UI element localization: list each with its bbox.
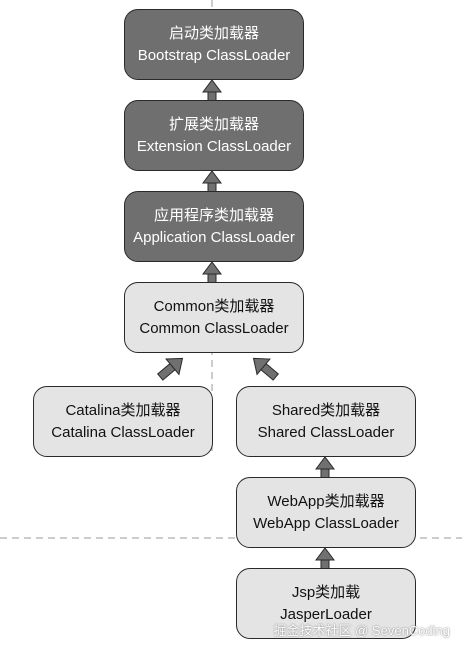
node-application-title: 应用程序类加载器 [153, 206, 274, 224]
arrow-jsp-to-webapp [315, 547, 335, 571]
node-extension: 扩展类加载器 Extension ClassLoader [124, 100, 304, 171]
node-webapp-title: WebApp类加载器 [267, 492, 385, 510]
node-catalina-title: Catalina类加载器 [65, 401, 181, 419]
node-application: 应用程序类加载器 Application ClassLoader [124, 191, 304, 262]
node-common-title: Common类加载器 [153, 297, 275, 315]
node-extension-subtitle: Extension ClassLoader [136, 137, 292, 155]
node-jsp-subtitle: JasperLoader [280, 605, 372, 623]
arrow-common-to-application [202, 261, 222, 285]
arrow-shared-to-common [252, 357, 280, 381]
node-bootstrap: 启动类加载器 Bootstrap ClassLoader [124, 9, 304, 80]
arrow-catalina-to-common [156, 357, 184, 381]
node-common-subtitle: Common ClassLoader [139, 319, 289, 337]
node-jsp-title: Jsp类加载 [291, 583, 361, 601]
node-application-subtitle: Application ClassLoader [133, 228, 295, 246]
node-extension-title: 扩展类加载器 [168, 115, 259, 133]
arrow-webapp-to-shared [315, 456, 335, 480]
node-catalina: Catalina类加载器 Catalina ClassLoader [33, 386, 213, 457]
arrow-extension-to-bootstrap [202, 79, 222, 103]
node-webapp: WebApp类加载器 WebApp ClassLoader [236, 477, 416, 548]
arrow-application-to-extension [202, 170, 222, 194]
node-common: Common类加载器 Common ClassLoader [124, 282, 304, 353]
node-bootstrap-title: 启动类加载器 [168, 24, 259, 42]
node-webapp-subtitle: WebApp ClassLoader [253, 514, 399, 532]
node-shared: Shared类加载器 Shared ClassLoader [236, 386, 416, 457]
node-shared-title: Shared类加载器 [271, 401, 381, 419]
node-bootstrap-subtitle: Bootstrap ClassLoader [137, 46, 291, 64]
watermark: 掘金技术社区 @ SevenCoding [273, 623, 450, 638]
node-catalina-subtitle: Catalina ClassLoader [51, 423, 195, 441]
node-jsp: Jsp类加载 JasperLoader [236, 568, 416, 639]
node-shared-subtitle: Shared ClassLoader [257, 423, 395, 441]
